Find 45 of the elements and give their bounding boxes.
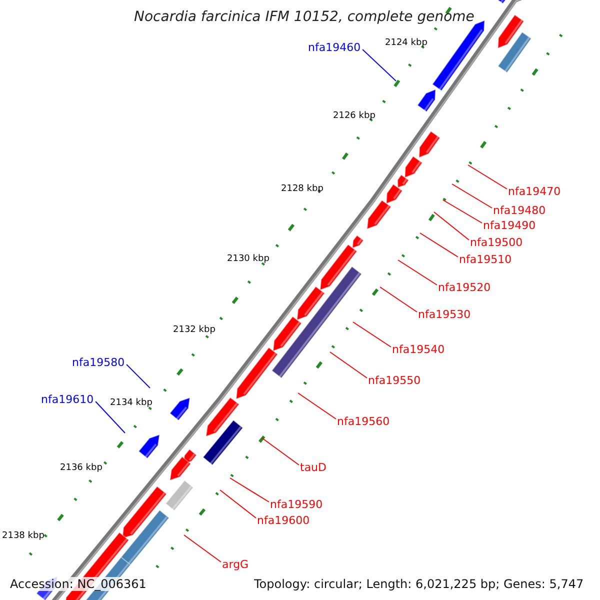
leader-line [262, 438, 300, 466]
gene-label: argG [222, 559, 249, 570]
leader-line [362, 49, 396, 82]
scale-label: 2126 kbp [333, 112, 376, 121]
gene-label: nfa19540 [392, 344, 445, 355]
gene-label: nfa19470 [508, 186, 561, 197]
leader-line [352, 322, 392, 348]
leader-line [330, 352, 368, 378]
gene-label: tauD [300, 462, 326, 473]
accession-text: Accession: NC_006361 [8, 577, 148, 591]
leader-line [452, 184, 492, 208]
leader-line [442, 200, 482, 224]
scale-label: 2132 kbp [173, 326, 216, 335]
scale-label: 2130 kbp [227, 255, 270, 264]
leader-line [380, 286, 418, 312]
scale-label: 2138 kbp [2, 532, 44, 541]
leader-line [220, 490, 256, 518]
leader-line [434, 212, 470, 240]
leader-line [420, 232, 458, 258]
scale-label: 2136 kbp [60, 464, 102, 473]
leader-line [298, 392, 336, 420]
gene-label: nfa19530 [418, 309, 471, 320]
leader-line [184, 534, 222, 562]
gene-label: nfa19490 [483, 220, 536, 231]
leader-line [398, 260, 438, 286]
title: Nocardia farcinica IFM 10152, complete genome [134, 10, 474, 24]
gene-label: nfa19600 [257, 515, 310, 526]
leader-line [126, 364, 150, 388]
gene-label: nfa19500 [470, 237, 523, 248]
gene-label: nfa19510 [459, 254, 512, 265]
scale-label: 2124 kbp [385, 39, 428, 48]
leader-line [230, 478, 270, 502]
genome-info-text: Topology: circular; Length: 6,021,225 bp; Genes: 5,747 [252, 577, 586, 591]
gene-label: nfa19520 [438, 282, 491, 293]
gene-label: nfa19560 [337, 416, 390, 427]
leader-line [468, 164, 508, 190]
gene-label: nfa19590 [270, 499, 323, 510]
gene-label: nfa19550 [368, 375, 421, 386]
gene-label: nfa19460 [308, 42, 361, 53]
scale-label: 2128 kbp [281, 185, 324, 194]
leader-line [95, 401, 126, 434]
scale-label: 2134 kbp [110, 399, 152, 408]
gene-label: nfa19610 [41, 394, 94, 405]
gene-label: nfa19480 [493, 205, 546, 216]
gene-label: nfa19580 [72, 357, 125, 368]
